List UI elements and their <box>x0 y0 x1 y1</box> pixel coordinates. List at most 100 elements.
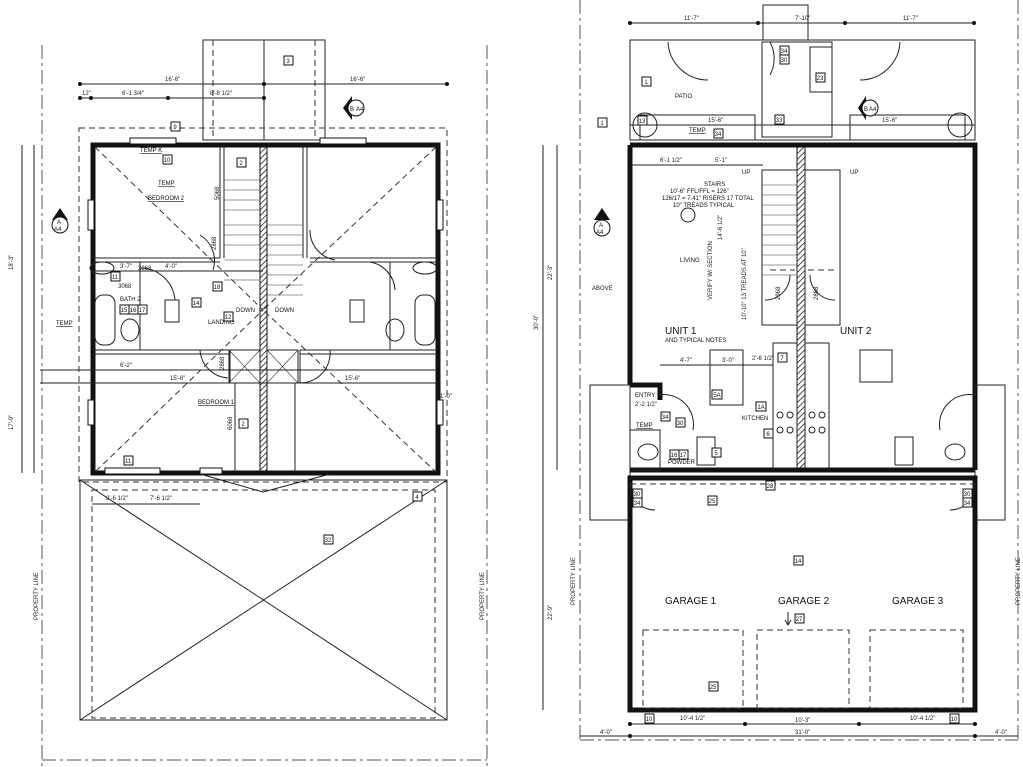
svg-text:15: 15 <box>121 308 128 314</box>
svg-text:7: 7 <box>780 356 784 362</box>
section-marker-a[interactable]: AA4 <box>593 208 611 237</box>
svg-text:3: 3 <box>286 59 290 65</box>
keynote-tag: 16 <box>128 304 139 315</box>
property-line-label: PROPERTY LINE <box>480 572 486 620</box>
svg-text:A: A <box>599 223 603 229</box>
garage-wall <box>627 475 978 713</box>
dim-label: 7'-6 1/2" <box>150 496 172 502</box>
svg-text:10: 10 <box>164 158 171 164</box>
svg-text:27: 27 <box>796 617 803 623</box>
keynote-tag: 32 <box>323 534 334 545</box>
dim-label: 1'-0" <box>440 394 452 400</box>
door-size: 2868 <box>814 286 820 300</box>
room-label: GARAGE 1 <box>665 596 717 607</box>
svg-text:11: 11 <box>112 275 119 281</box>
dim-label: 18'-3" <box>9 255 15 270</box>
keynote-tag: 14 <box>191 297 202 308</box>
stairs-note: 126/17 = 7.41" RISERS 17 TOTAL <box>662 196 754 202</box>
keynote-tag: 1 <box>597 117 608 128</box>
first-floor-plan: PROPERTY LINE PROPERTY LINE 11'-7" 7'-10… <box>534 0 1022 741</box>
room-label: KITCHEN <box>742 416 768 422</box>
keynote-tag: 25 <box>707 495 718 506</box>
svg-text:2: 2 <box>241 422 245 428</box>
room-label: TEMP K <box>140 148 162 154</box>
dim-label: 2'-6 1/2" <box>106 496 128 502</box>
unit-label-sub: AND TYPICAL NOTES <box>665 338 726 344</box>
keynote-tag: 14 <box>793 555 804 566</box>
svg-text:1: 1 <box>644 80 648 86</box>
door-size: 3068 <box>118 284 132 290</box>
stairs-note: 10'-6" FFL/FFL = 126" <box>670 189 729 195</box>
room-label: POWDER <box>668 460 696 466</box>
dim-label: 31'-0" <box>795 730 810 736</box>
dim-label: 15'-6" <box>882 118 897 124</box>
dim-label: 4'-0" <box>165 264 177 270</box>
room-label: PATIO <box>675 94 692 100</box>
unit-label: UNIT 2 <box>840 326 872 337</box>
room-label: UP <box>850 170 858 176</box>
svg-text:4: 4 <box>415 495 419 501</box>
arrow-down-icon <box>784 612 792 626</box>
svg-text:14: 14 <box>795 559 802 565</box>
keynote-tag: 17 <box>137 304 148 315</box>
svg-text:14: 14 <box>193 301 200 307</box>
dim-label: 30'-0" <box>534 315 540 330</box>
property-line-label: PROPERTY LINE <box>1016 557 1022 605</box>
room-label: TEMP <box>636 423 653 429</box>
dim-label: 14'-6 1/2" <box>718 215 724 240</box>
dim-label: 6'-1 1/2" <box>660 158 682 164</box>
keynote-tag: 34 <box>713 128 724 139</box>
keynote-tag: 34 <box>632 497 643 508</box>
dim-label: 4'-0" <box>600 730 612 736</box>
keynote-tag: 23 <box>815 72 826 83</box>
door-size: 2868 <box>138 266 152 272</box>
property-line-label: PROPERTY LINE <box>34 572 40 620</box>
section-marker-a[interactable]: AA4 <box>51 208 69 234</box>
keynote-tag: 15 <box>119 304 130 315</box>
dim-label: 7'-10" <box>795 16 810 22</box>
keynote-tag: 34 <box>660 411 671 422</box>
room-label: TEMP <box>158 181 175 187</box>
keynote-tag: 4 <box>412 491 423 502</box>
svg-text:30: 30 <box>964 492 971 498</box>
svg-text:9: 9 <box>173 125 177 131</box>
svg-text:32: 32 <box>325 538 332 544</box>
keynote-tag: 27 <box>794 613 805 624</box>
room-label: DOWN <box>236 308 255 314</box>
elevation-marker <box>680 207 696 223</box>
keynote-tag: 11 <box>123 455 134 466</box>
svg-text:A4: A4 <box>54 227 62 233</box>
bath-fixtures <box>89 261 438 346</box>
door-size: 5068 <box>215 186 221 200</box>
dim-label: 22'-9" <box>548 605 554 620</box>
keynote-tag: 10 <box>162 154 173 165</box>
room-label: GARAGE 3 <box>892 596 944 607</box>
svg-text:34: 34 <box>662 415 669 421</box>
note: VERIFY W/ SECTION <box>708 241 714 300</box>
svg-text:10: 10 <box>951 717 958 723</box>
dim-label: 15'-6" <box>170 376 185 382</box>
svg-text:1: 1 <box>600 121 604 127</box>
keynote-tag: 5A <box>711 389 723 400</box>
keynote-tag: 28 <box>765 480 776 491</box>
svg-text:30: 30 <box>781 58 788 64</box>
dim-label: 2'-6 1/2" <box>752 356 774 362</box>
svg-text:34: 34 <box>634 501 641 507</box>
dim-label: 3'-7" <box>120 264 132 270</box>
dim-label: 15'-6" <box>708 118 723 124</box>
svg-text:2: 2 <box>239 161 243 167</box>
dim-label: 10'-4 1/2" <box>910 716 935 722</box>
keynote-tag: 30 <box>962 488 973 499</box>
svg-text:30: 30 <box>634 492 641 498</box>
dim-label: 15'-6" <box>345 376 360 382</box>
svg-text:34: 34 <box>715 132 722 138</box>
svg-text:A4: A4 <box>869 107 877 113</box>
keynote-tag: 9 <box>170 121 181 132</box>
svg-text:34: 34 <box>781 49 788 55</box>
door-size: 2868 <box>212 236 218 250</box>
door-size: 2868 <box>776 286 782 300</box>
svg-text:6: 6 <box>766 432 770 438</box>
dim-label: 10'-4 1/2" <box>680 716 705 722</box>
